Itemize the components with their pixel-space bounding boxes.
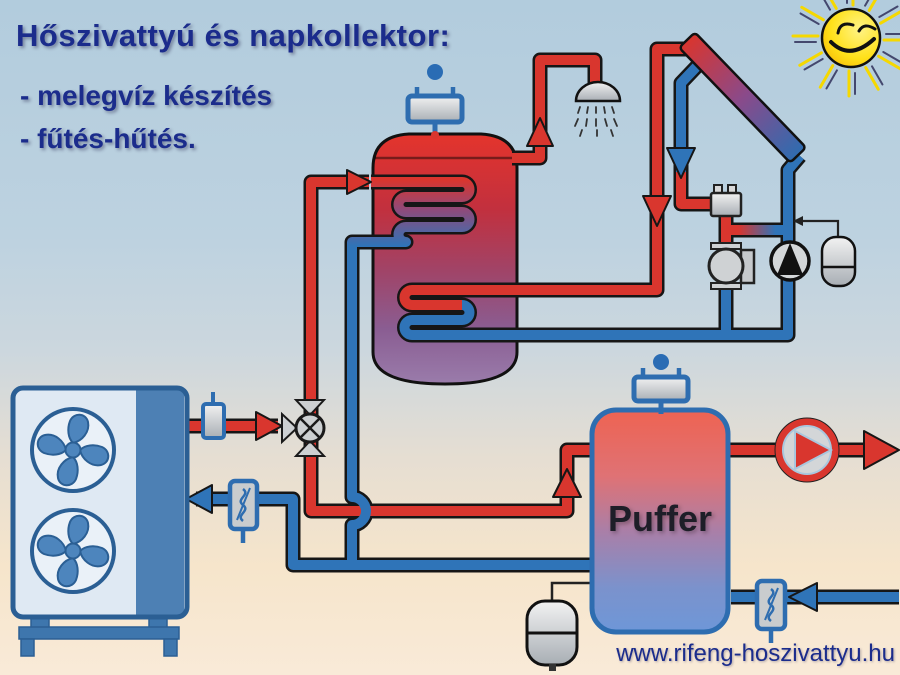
- heating-pump-icon: [774, 417, 840, 483]
- solar-controller-icon: [709, 184, 743, 218]
- arrow-up-puffer: [552, 468, 582, 498]
- return-filter-icon: [227, 478, 260, 543]
- bullet-heating-cooling: - fűtés-hűtés.: [20, 123, 196, 154]
- vessel-line-solar: [799, 219, 840, 239]
- dhw-to-shower-pipe: [512, 55, 600, 163]
- solar-return-pipe: [399, 152, 804, 340]
- puffer-filter-icon: [754, 578, 788, 643]
- sun-face: [820, 7, 882, 69]
- puffer-air-vent-icon: [631, 354, 691, 414]
- arrow-into-valve: [255, 411, 283, 441]
- shower-icon: [574, 80, 622, 137]
- arrow-up-shower: [526, 117, 554, 147]
- valve-to-puffer-pipe: [306, 430, 596, 516]
- supply-sensor-icon: [201, 392, 226, 440]
- arrow-into-tank: [346, 169, 372, 195]
- bullet-hot-water: - melegvíz készítés: [20, 80, 273, 111]
- arrow-down-blue-collector: [666, 147, 696, 179]
- arrow-into-heatpump: [185, 484, 213, 514]
- three-way-valve-icon: [281, 399, 327, 457]
- flow-arrows: [185, 117, 900, 612]
- vessel-line-puffer: [550, 581, 590, 603]
- expansion-vessel-icon: [525, 599, 579, 671]
- sun-rays: [791, 0, 900, 98]
- solar-collector-panel: [679, 32, 806, 163]
- heat-pump-stand: [18, 615, 180, 657]
- fan-bottom-icon: [30, 508, 116, 594]
- website-url: www.rifeng-hoszivattyu.hu: [616, 640, 895, 667]
- arrow-into-pufferfilter: [788, 582, 818, 612]
- solar-expansion-vessel-icon: [820, 235, 857, 288]
- solar-pump-icon: [707, 242, 756, 290]
- tank-air-vent-icon: [405, 64, 465, 139]
- arrow-down-red-solar: [642, 195, 672, 227]
- solar-circulation-pump-icon: [769, 240, 811, 282]
- vessel-line-arrow: [793, 216, 803, 226]
- collector-feed-red: [676, 168, 714, 209]
- arrow-heating-out: [863, 430, 900, 470]
- heat-pump-unit: [10, 385, 190, 657]
- fan-top-icon: [30, 407, 116, 493]
- sun-icon: [791, 0, 900, 98]
- collector-drop-blue: [676, 58, 705, 172]
- valve-to-tank-pipe: [306, 177, 369, 452]
- hot-water-tank: [371, 132, 519, 386]
- upper-coil-pipe: [347, 177, 475, 570]
- page-title: Hőszivattyú és napkollektor:: [16, 18, 451, 53]
- pipe-colors: [184, 44, 899, 602]
- buffer-tank-label: Puffer: [607, 498, 712, 539]
- solar-hot-pipe: [399, 44, 699, 310]
